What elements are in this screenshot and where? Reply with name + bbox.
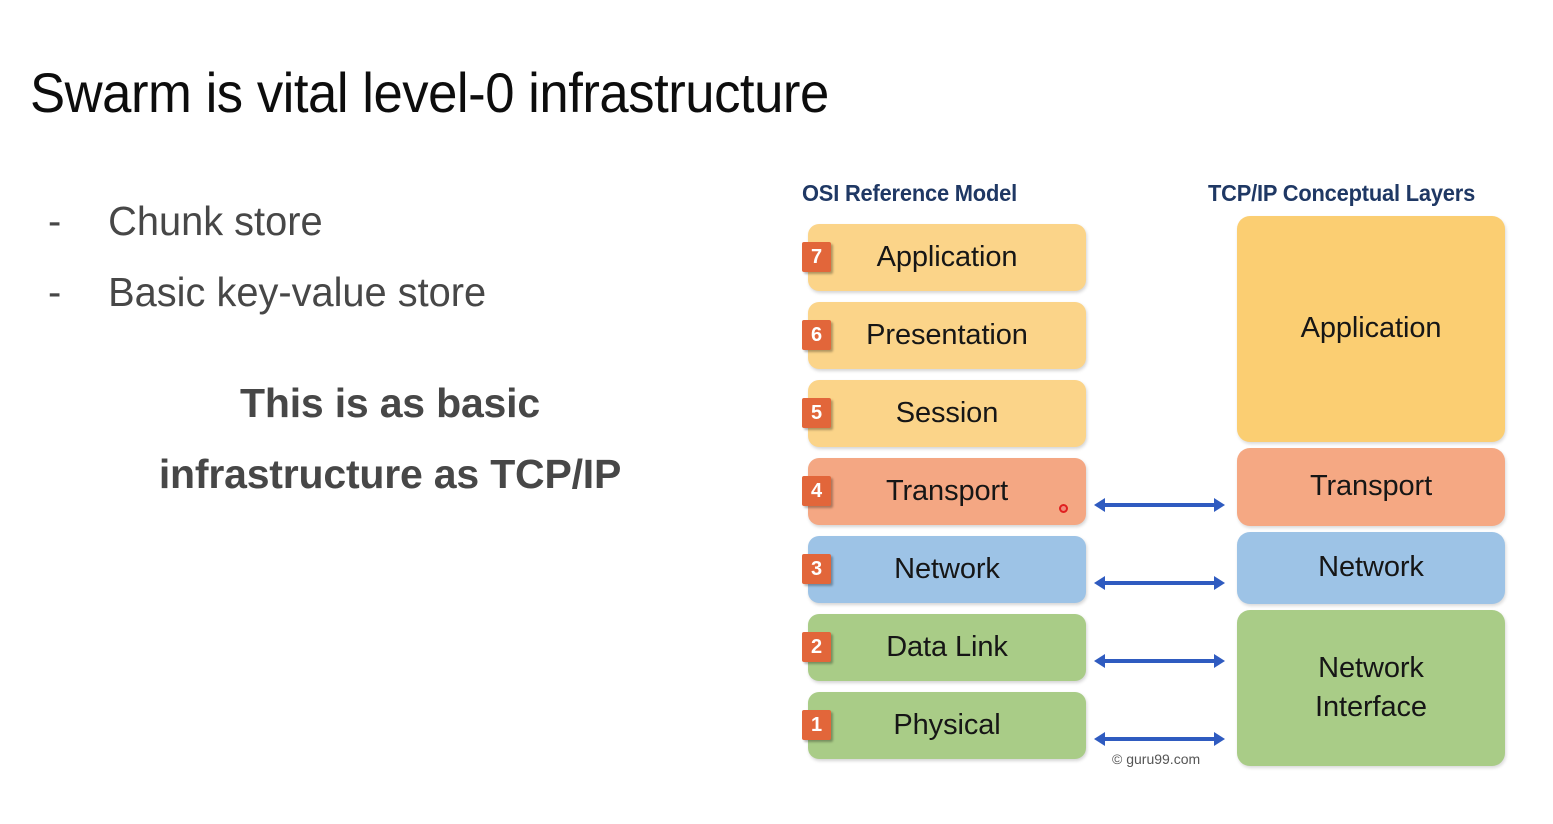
bullet-dash-icon: -	[48, 268, 62, 315]
emphasis-line-1: This is as basic	[240, 380, 540, 426]
mapping-arrow-icon	[1094, 576, 1225, 590]
tcpip-layer-label: Network	[1318, 551, 1424, 584]
osi-layer-number-badge: 5	[802, 398, 831, 428]
osi-layer-number-badge: 2	[802, 632, 831, 662]
bullet-text: Chunk store	[108, 198, 323, 244]
osi-layer-label: Application	[876, 241, 1018, 273]
tcpip-layer-box[interactable]: Transport	[1237, 448, 1505, 526]
osi-layer-row[interactable]: Data Link 2	[802, 614, 1086, 681]
page-title: Swarm is vital level-0 infrastructure	[30, 61, 829, 124]
osi-layer-row[interactable]: Session 5	[802, 380, 1086, 447]
tcpip-layer-box[interactable]: Network Interface	[1237, 610, 1505, 766]
osi-layer-number-badge: 3	[802, 554, 831, 584]
tcpip-layer-box[interactable]: Application	[1237, 216, 1505, 442]
osi-layer-bar[interactable]: Session	[808, 380, 1086, 447]
emphasis-line-2: infrastructure as TCP/IP	[158, 450, 622, 497]
tcpip-layer-label: Application	[1300, 312, 1442, 345]
osi-layer-number-badge: 1	[802, 710, 831, 740]
osi-layer-row[interactable]: Physical 1	[802, 692, 1086, 759]
bullet-list: - Chunk store - Basic key-value store	[48, 186, 708, 327]
osi-layer-row[interactable]: Application 7	[802, 224, 1086, 291]
tcpip-layer-box[interactable]: Network	[1237, 532, 1505, 604]
mapping-arrow-icon	[1094, 498, 1225, 512]
osi-layer-label: Transport	[885, 475, 1009, 507]
emphasis-statement: This is as basic infrastructure as TCP/I…	[34, 368, 746, 509]
osi-layer-label: Session	[895, 397, 999, 429]
mapping-arrow-icon	[1094, 732, 1225, 746]
osi-layer-row[interactable]: Presentation 6	[802, 302, 1086, 369]
list-item: - Basic key-value store	[48, 257, 688, 328]
osi-column-header: OSI Reference Model	[802, 180, 1017, 206]
watermark: © guru99.com	[1112, 751, 1201, 767]
mapping-arrow-icon	[1094, 654, 1225, 668]
tcpip-column-header: TCP/IP Conceptual Layers	[1208, 180, 1476, 206]
osi-layer-row[interactable]: Network 3	[802, 536, 1086, 603]
osi-layer-label: Network	[894, 553, 1000, 585]
osi-layer-label: Physical	[893, 709, 1001, 741]
cursor-marker-icon	[1059, 504, 1068, 513]
bullet-text: Basic key-value store	[108, 268, 487, 315]
osi-layer-bar[interactable]: Network	[808, 536, 1086, 603]
osi-tcpip-diagram: OSI Reference Model TCP/IP Conceptual La…	[780, 160, 1540, 790]
bullet-dash-icon: -	[48, 198, 62, 244]
osi-layer-label: Presentation	[866, 319, 1028, 351]
osi-layer-bar[interactable]: Transport	[808, 458, 1086, 525]
osi-layer-number-badge: 4	[802, 476, 831, 506]
osi-layer-bar[interactable]: Physical	[808, 692, 1086, 759]
osi-layer-number-badge: 7	[802, 242, 831, 272]
osi-layer-bar[interactable]: Presentation	[808, 302, 1086, 369]
tcpip-layer-label: Network Interface	[1315, 651, 1427, 723]
osi-layer-row[interactable]: Transport 4	[802, 458, 1086, 525]
osi-layer-bar[interactable]: Data Link	[808, 614, 1086, 681]
osi-layer-number-badge: 6	[802, 320, 831, 350]
osi-layer-bar[interactable]: Application	[808, 224, 1086, 291]
list-item: - Chunk store	[48, 186, 688, 257]
tcpip-layer-label: Transport	[1309, 470, 1433, 503]
osi-layer-label: Data Link	[886, 631, 1008, 663]
